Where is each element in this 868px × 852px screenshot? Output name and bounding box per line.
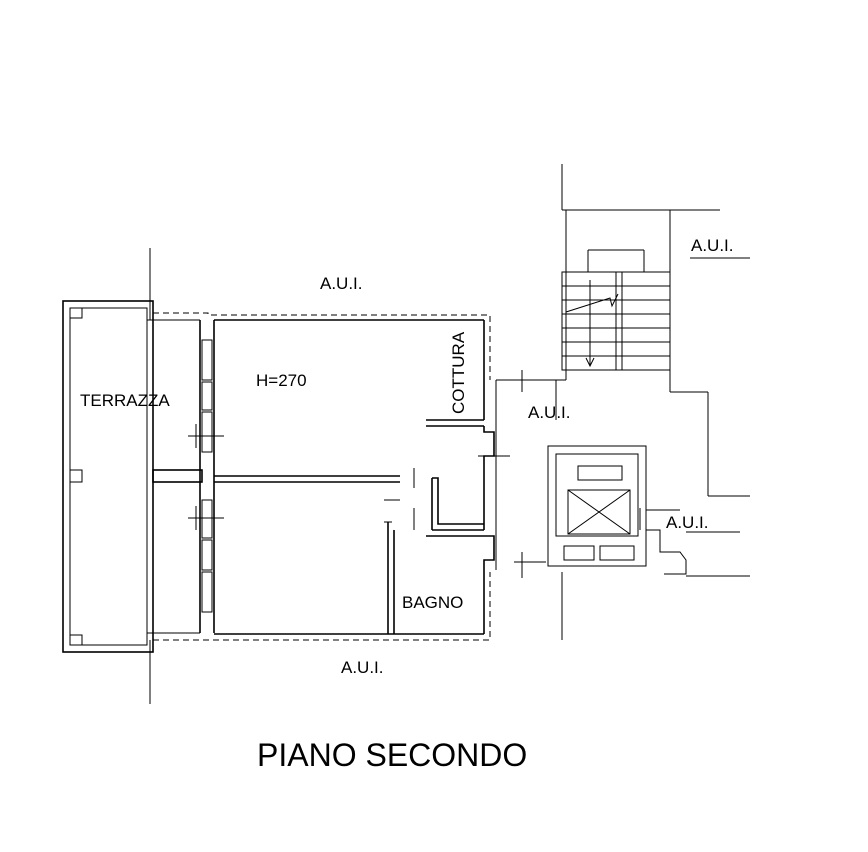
label-aui-top: A.U.I.: [320, 274, 363, 293]
label-aui-bottom: A.U.I.: [341, 658, 384, 677]
label-bagno: BAGNO: [402, 593, 463, 612]
stair-core: [495, 164, 750, 570]
plan-title: PIANO SECONDO: [257, 737, 527, 773]
label-cottura: COTTURA: [449, 331, 468, 414]
terrace: [62, 248, 200, 704]
apartment-walls: [152, 319, 546, 635]
label-height: H=270: [256, 371, 307, 390]
label-terrazza: TERRAZZA: [80, 391, 170, 410]
apartment-boundary: [153, 312, 491, 641]
label-aui-lift: A.U.I.: [666, 513, 709, 532]
lift-core: [547, 380, 750, 640]
label-aui-right-mid: A.U.I.: [528, 403, 571, 422]
label-aui-stair: A.U.I.: [691, 236, 734, 255]
